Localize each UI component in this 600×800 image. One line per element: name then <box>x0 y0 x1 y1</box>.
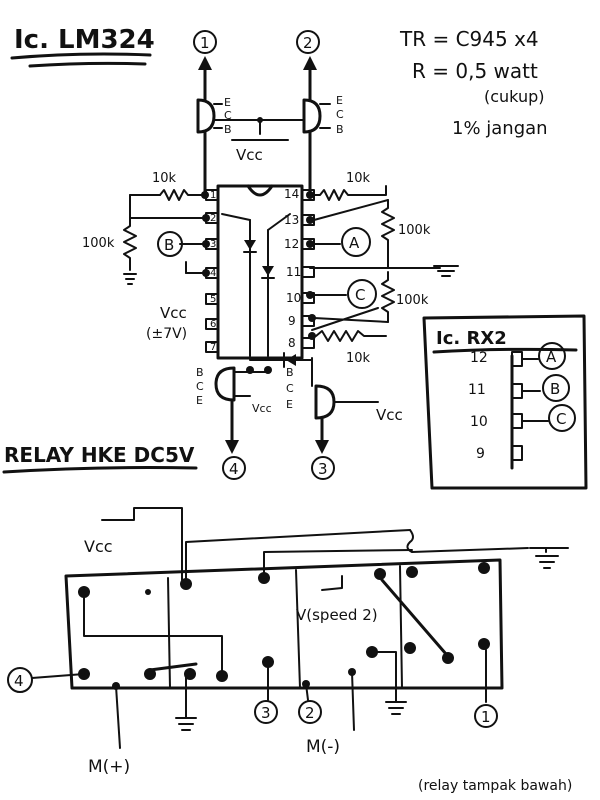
rx2-pin-10: 10 C <box>470 404 576 432</box>
svg-text:M(-): M(-) <box>306 737 340 757</box>
svg-text:13: 13 <box>284 213 299 227</box>
svg-text:E: E <box>336 94 343 107</box>
res-bottom-right-label: 10k <box>346 351 371 366</box>
motor-plus: M(+) <box>88 682 130 777</box>
svg-text:10: 10 <box>286 291 301 305</box>
tag-b-left: B <box>157 231 183 257</box>
relay-title: RELAY HKE DC5V <box>4 443 195 467</box>
relay-terminal-2: 2 <box>298 680 322 724</box>
transistor-top-left: E C B <box>196 96 232 136</box>
relay-terminal-1: 1 <box>474 649 498 728</box>
page-title: Ic. LM324 <box>14 25 155 55</box>
svg-text:11: 11 <box>286 265 301 279</box>
relay-supply-wiring <box>185 529 569 585</box>
relay-ground-mid <box>371 651 407 715</box>
resistor-note: R = 0,5 watt <box>412 59 538 83</box>
output-4-marker: 4 <box>222 456 246 480</box>
right-network <box>306 130 459 342</box>
relay-terminal-4: 4 <box>7 667 85 693</box>
output-3-marker: 3 <box>311 456 335 480</box>
svg-text:E: E <box>196 394 203 407</box>
svg-text:C: C <box>224 109 232 122</box>
svg-text:B: B <box>224 123 232 136</box>
speed-label: V(speed 2) <box>296 606 378 624</box>
svg-text:5: 5 <box>210 294 216 305</box>
svg-text:1: 1 <box>210 190 216 201</box>
svg-text:E: E <box>224 96 231 109</box>
svg-text:2: 2 <box>303 34 313 52</box>
rx2-pin-11: 11 B <box>468 374 570 402</box>
relay-body <box>64 558 504 690</box>
vcc-left-range: (±7V) <box>146 326 187 342</box>
transistor-note: TR = C945 x4 <box>399 27 539 51</box>
transistor-bottom-right: B C E <box>286 357 379 454</box>
svg-text:3: 3 <box>318 460 328 478</box>
svg-text:B: B <box>550 380 560 398</box>
svg-text:2: 2 <box>305 704 315 722</box>
svg-text:E: E <box>286 398 293 411</box>
svg-text:14: 14 <box>284 187 299 201</box>
res-top-left-label: 10k <box>152 171 177 186</box>
resistor-note-sub: (cukup) <box>484 87 545 106</box>
svg-text:B: B <box>336 123 344 136</box>
motor-minus: M(-) <box>306 668 356 757</box>
left-network <box>123 130 210 285</box>
svg-text:12: 12 <box>470 350 488 366</box>
transistor-bottom-left: B C E <box>196 366 269 454</box>
svg-text:B: B <box>196 366 204 379</box>
relay-vcc: Vcc <box>84 507 183 581</box>
svg-text:12: 12 <box>284 237 299 251</box>
tag-c-right: C <box>347 279 377 309</box>
svg-text:B: B <box>286 366 294 379</box>
tolerance-note: 1% jangan <box>452 118 548 139</box>
svg-text:C: C <box>355 286 365 304</box>
relay-footnote: (relay tampak bawah) <box>418 778 572 794</box>
svg-text:9: 9 <box>476 446 485 462</box>
res-top-right-label: 10k <box>346 171 371 186</box>
svg-text:10: 10 <box>470 414 488 430</box>
svg-text:3: 3 <box>261 704 271 722</box>
output-2-marker: 2 <box>296 30 320 102</box>
svg-text:1: 1 <box>200 34 210 52</box>
vcc-bottom-left-label: Vcc <box>252 402 272 415</box>
svg-text:3: 3 <box>210 239 216 250</box>
svg-text:9: 9 <box>288 314 296 328</box>
svg-text:4: 4 <box>210 268 216 279</box>
svg-text:C: C <box>196 380 204 393</box>
svg-text:2: 2 <box>210 213 216 224</box>
rx2-pin-12: 12 A <box>470 342 566 370</box>
res-right-upper-label: 100k <box>398 223 431 238</box>
lm324-left-pins: 1 2 3 4 5 6 7 <box>205 189 219 353</box>
vcc-left-label: Vcc <box>160 304 187 322</box>
svg-text:A: A <box>546 348 557 366</box>
svg-text:B: B <box>164 236 174 254</box>
svg-text:11: 11 <box>468 382 486 398</box>
svg-text:M(+): M(+) <box>88 757 130 777</box>
vcc-bottom-right-label: Vcc <box>376 406 403 424</box>
svg-text:6: 6 <box>210 319 216 330</box>
res-right-lower-label: 100k <box>396 293 429 308</box>
rx2-box: Ic. RX2 <box>422 314 588 490</box>
internal-diodes <box>221 213 291 357</box>
output-1-marker: 1 <box>193 30 217 102</box>
svg-text:1: 1 <box>481 708 491 726</box>
tag-a-right: A <box>341 227 371 257</box>
relay-ground-left <box>175 675 197 731</box>
svg-text:7: 7 <box>210 342 216 353</box>
svg-text:C: C <box>556 410 566 428</box>
svg-text:Vcc: Vcc <box>84 537 113 556</box>
svg-text:C: C <box>286 382 294 395</box>
svg-text:4: 4 <box>229 460 239 478</box>
relay-terminal-3: 3 <box>254 667 278 724</box>
svg-text:4: 4 <box>14 672 24 690</box>
vcc-top-label: Vcc <box>236 146 263 164</box>
res-left-vertical-label: 100k <box>82 236 115 251</box>
svg-text:C: C <box>336 108 344 121</box>
svg-text:Ic. RX2: Ic. RX2 <box>436 328 507 349</box>
transistor-top-right: E C B <box>302 94 344 136</box>
rx2-pin-9: 9 <box>476 445 523 462</box>
svg-text:8: 8 <box>288 336 296 350</box>
svg-text:A: A <box>349 234 360 252</box>
